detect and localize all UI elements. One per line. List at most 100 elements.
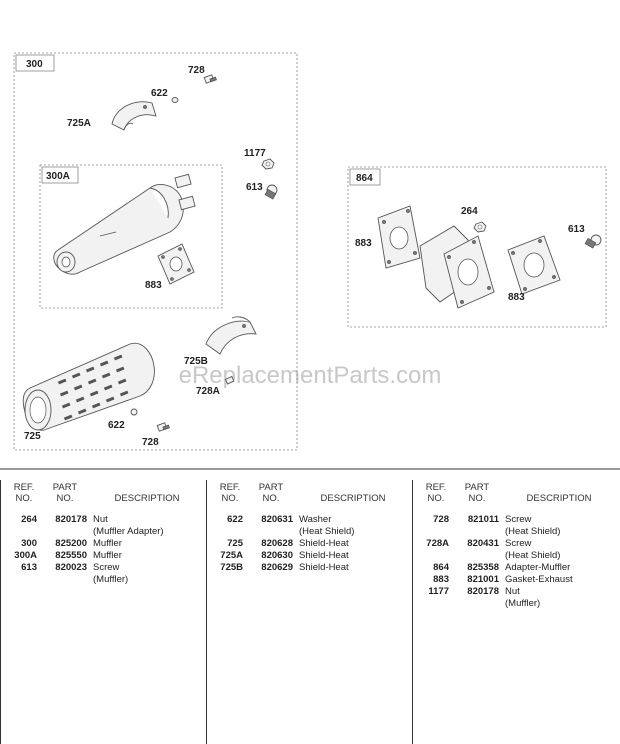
part-no: 820631 xyxy=(261,514,293,525)
callout-622-top: 622 xyxy=(151,88,168,99)
description: Screw(Heat Shield) xyxy=(505,538,617,562)
description: Muffler xyxy=(93,550,205,562)
group-864-frame: 864 xyxy=(347,166,607,328)
gasket-883-right-2 xyxy=(507,235,561,295)
description-text: Screw xyxy=(93,562,120,573)
part-no: 820628 xyxy=(261,538,293,549)
table-row: 883 821001 Gasket-Exhaust xyxy=(413,574,620,586)
part-no: 825358 xyxy=(467,562,499,573)
group-300a-frame: 300A xyxy=(39,164,223,309)
callout-728-top: 728 xyxy=(188,65,205,76)
callout-883-right-2: 883 xyxy=(508,292,525,303)
description-text: Screw xyxy=(505,514,532,525)
part-no: 825550 xyxy=(55,550,87,561)
ref-no: 728A xyxy=(426,538,449,549)
group-864-label: 864 xyxy=(356,173,373,184)
part-no: 820431 xyxy=(467,538,499,549)
ref-no: 264 xyxy=(21,514,37,525)
gasket-883-right-1 xyxy=(377,205,421,269)
description-note: (Muffler Adapter) xyxy=(93,526,164,537)
gasket-883-left xyxy=(157,243,195,285)
callout-725a: 725A xyxy=(67,118,91,129)
description: Shield-Heat xyxy=(299,562,411,574)
muffler-300a xyxy=(53,173,196,275)
ref-no: 300 xyxy=(21,538,37,549)
washer-622-top xyxy=(171,97,179,103)
description-text: Muffler xyxy=(93,538,122,549)
ref-no: 622 xyxy=(227,514,243,525)
description-header: DESCRIPTION xyxy=(320,493,386,504)
washer-622-bottom xyxy=(130,408,138,416)
callout-264: 264 xyxy=(461,206,478,217)
screw-728a xyxy=(224,375,235,385)
part-no: 821001 xyxy=(467,574,499,585)
ref-no: 728 xyxy=(433,514,449,525)
exploded-parts-diagram: eReplacementParts.com 300 300A 864 xyxy=(0,52,620,470)
screw-613-right xyxy=(584,234,602,249)
table-row: 300A 825550 Muffler xyxy=(1,550,207,562)
table-row: 725 820628 Shield-Heat xyxy=(207,538,413,550)
ref-no: 725 xyxy=(227,538,243,549)
ref-no: 725A xyxy=(220,550,243,561)
description: Washer(Heat Shield) xyxy=(299,514,411,538)
heat-shield-725 xyxy=(22,342,155,431)
callout-728a: 728A xyxy=(196,386,220,397)
ref-no: 1177 xyxy=(428,586,449,597)
description-text: Washer xyxy=(299,514,332,525)
callouts: 728 622 725A 1177 613 883 725B 728A 725 … xyxy=(24,65,585,448)
part-no: 820178 xyxy=(55,514,87,525)
callout-883-right-1: 883 xyxy=(355,238,372,249)
ref-no-header: REF.NO. xyxy=(13,482,35,504)
table-row: 728A 820431 Screw(Heat Shield) xyxy=(413,538,620,562)
heat-shield-725a xyxy=(111,101,157,131)
description-text: Shield-Heat xyxy=(299,550,349,561)
callout-1177: 1177 xyxy=(244,148,266,159)
description-text: Shield-Heat xyxy=(299,562,349,573)
description: Gasket-Exhaust xyxy=(505,574,617,586)
description: Screw(Muffler) xyxy=(93,562,205,586)
description-note: (Muffler) xyxy=(93,574,129,585)
ref-no-header: REF.NO. xyxy=(425,482,447,504)
group-300a-label: 300A xyxy=(46,171,70,182)
part-no: 825200 xyxy=(55,538,87,549)
callout-725: 725 xyxy=(24,431,41,442)
description: Screw(Heat Shield) xyxy=(505,514,617,538)
table-row: 264 820178 Nut(Muffler Adapter) xyxy=(1,514,207,538)
callout-725b: 725B xyxy=(184,356,208,367)
description-text: Shield-Heat xyxy=(299,538,349,549)
ref-no: 613 xyxy=(21,562,37,573)
ref-no: 883 xyxy=(433,574,449,585)
watermark: eReplacementParts.com xyxy=(179,362,442,389)
description-text: Nut xyxy=(505,586,520,597)
description-text: Adapter-Muffler xyxy=(505,562,571,573)
nut-264 xyxy=(473,221,487,233)
description-header: DESCRIPTION xyxy=(114,493,180,504)
ref-no: 300A xyxy=(14,550,37,561)
description: Adapter-Muffler xyxy=(505,562,617,574)
screw-728-bottom xyxy=(156,422,170,432)
group-300-label: 300 xyxy=(26,59,43,70)
description: Nut(Muffler Adapter) xyxy=(93,514,205,538)
description-text: Muffler xyxy=(93,550,122,561)
description-text: Gasket-Exhaust xyxy=(505,574,573,585)
description-text: Screw xyxy=(505,538,532,549)
callout-728-bottom: 728 xyxy=(142,437,159,448)
screw-728-top xyxy=(203,74,217,84)
description-header: DESCRIPTION xyxy=(526,493,592,504)
description: Muffler xyxy=(93,538,205,550)
screw-613-left xyxy=(264,184,278,200)
heat-shield-725b xyxy=(205,316,257,355)
